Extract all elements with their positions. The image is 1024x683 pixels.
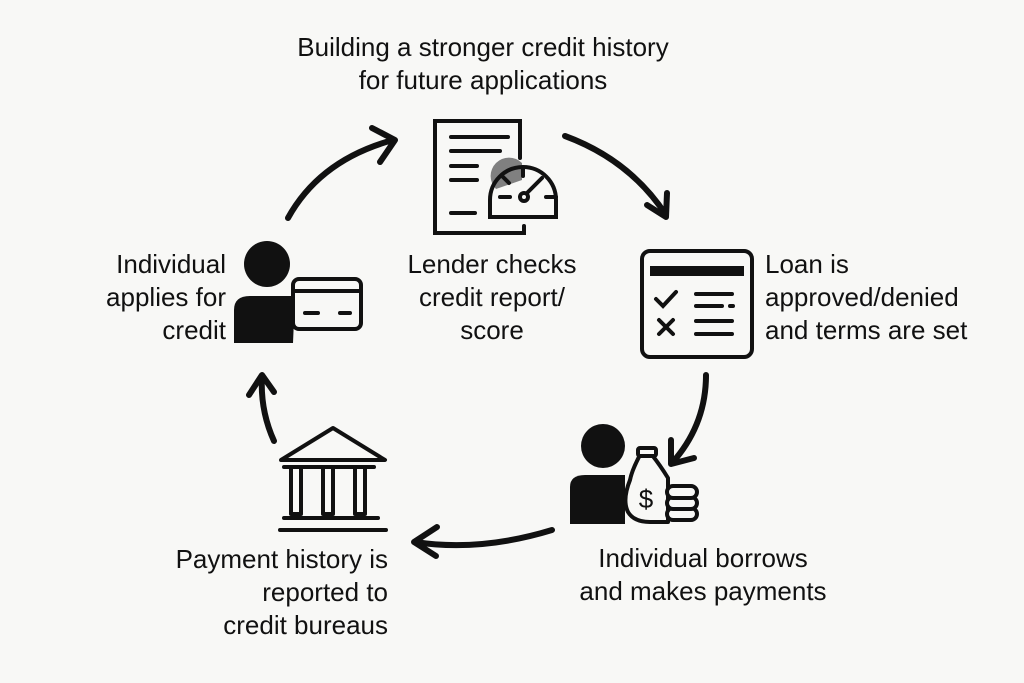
- arrow-approve-to-borrow: [668, 372, 709, 467]
- label-line: credit bureaus: [223, 610, 388, 640]
- label-line: and makes payments: [579, 576, 827, 606]
- arrow-apply-to-check: [285, 125, 398, 221]
- label-line: Individual borrows: [598, 543, 808, 573]
- label-line: Lender checks: [407, 249, 577, 279]
- step-borrow-payments-label: Individual borrows and makes payments: [553, 542, 853, 608]
- label-line: score: [460, 315, 524, 345]
- step-loan-approved-label: Loan is approved/denied and terms are se…: [765, 248, 967, 347]
- label-line: Loan is: [765, 249, 849, 279]
- label-line: applies for: [106, 282, 226, 312]
- arrow-report-to-apply: [246, 372, 277, 444]
- label-line: and terms are set: [765, 315, 968, 345]
- svg-text:$: $: [639, 484, 654, 514]
- person-credit-card-icon: [234, 241, 363, 343]
- step-applies-credit-label: Individual applies for credit: [40, 248, 226, 347]
- step-lender-checks-label: Lender checks credit report/ score: [372, 248, 612, 347]
- label-line: credit: [162, 315, 226, 345]
- arrow-borrow-to-report: [411, 524, 555, 559]
- title-line: for future applications: [358, 65, 608, 95]
- person-money-bag-icon: $: [570, 424, 699, 524]
- label-line: reported to: [262, 577, 388, 607]
- label-line: Payment history is: [175, 544, 388, 574]
- credit-report-gauge-icon: [433, 119, 558, 235]
- title-line: Building a stronger credit history: [297, 32, 669, 62]
- diagram-title: Building a stronger credit history for f…: [233, 31, 733, 97]
- arrow-check-to-approve: [562, 133, 670, 220]
- bank-icon: [278, 426, 388, 532]
- checklist-icon: [640, 249, 754, 359]
- label-line: Individual: [116, 249, 226, 279]
- label-line: approved/denied: [765, 282, 959, 312]
- label-line: credit report/: [419, 282, 565, 312]
- step-payment-reported-label: Payment history is reported to credit bu…: [100, 543, 388, 642]
